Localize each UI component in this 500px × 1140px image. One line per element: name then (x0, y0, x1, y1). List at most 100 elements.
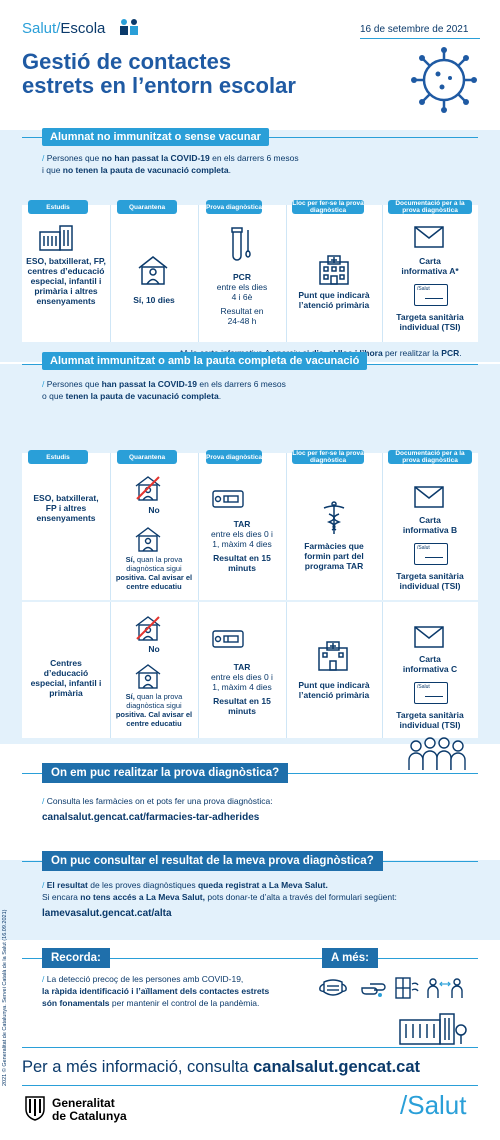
house-person-icon (135, 527, 161, 552)
gov-line-1: Generalitat (52, 1096, 115, 1110)
lamevasalut-link[interactable]: lamevasalut.gencat.cat/alta (42, 908, 172, 919)
generalitat-logo-icon (25, 1096, 45, 1121)
more-info: Per a més informació, consulta canalsalu… (22, 1058, 421, 1076)
section2-intro-2: o que tenen la pauta de vacunació comple… (42, 391, 222, 401)
s2-r2-q-yes: Sí, quan la prova diagnòstica sigui posi… (115, 692, 193, 728)
section1-intro-2: i que no tenen la pauta de vacunació com… (42, 165, 231, 175)
s2-r1-q-no: No (148, 505, 160, 515)
pharmacy-caduceus-icon (323, 501, 345, 534)
s1-tab-quarantine: Quarantena (117, 200, 177, 214)
s2-r2-q-no: No (148, 644, 160, 654)
s2-row2-studies (22, 602, 110, 738)
s2-r1-doc1-text: Carta informativa B (402, 515, 458, 535)
house-person-icon (138, 256, 168, 285)
house-person-icon (135, 664, 161, 689)
hand-washing-icon (361, 983, 386, 997)
s1-card-docs (382, 205, 478, 342)
generalitat-name: Generalitat de Catalunya (52, 1097, 127, 1123)
s2-tab-docs: Documentació per a la prova diagnòstica (388, 450, 472, 464)
students-icon (120, 19, 138, 35)
s1-quarantine-text: Sí, 10 dies (133, 295, 175, 305)
s2-tab-place: Lloc per fer-se la prova diagnòstica (292, 450, 364, 464)
s1-place-text: Punt que indicarà l’atenció primària (298, 290, 370, 310)
s1-doc2-text: Targeta sanitària individual (TSI) (396, 312, 464, 332)
s1-test-result: Resultat en 24-48 h (220, 306, 264, 326)
section2-heading: Alumnat immunitzat o amb la pauta comple… (42, 352, 368, 370)
salut-logo: /Salut (400, 1090, 467, 1120)
section4-line-2: Si encara no tens accés a La Meva Salut,… (42, 892, 397, 902)
footer-rule-bottom (22, 1085, 478, 1086)
s2-row1-studies (22, 453, 110, 600)
s2-r2-place-text: Punt que indicarà l’atenció primària (298, 680, 370, 700)
antigen-test-icon (212, 490, 244, 508)
section5-rule (22, 958, 478, 959)
brand-logo: Salut/Escola (22, 20, 105, 37)
gov-line-2: de Catalunya (52, 1109, 127, 1123)
health-center-icon (319, 255, 349, 285)
credit-vertical: 2021 © Generalitat de Catalunya. Servei … (2, 909, 8, 1087)
letter-icon (414, 486, 444, 508)
page-title: Gestió de contactes estrets en l’entorn … (22, 50, 296, 98)
s2-r1-tsi-card: /Salut (414, 543, 448, 565)
section2-intro-1: / Persones que han passat la COVID-19 en… (42, 379, 286, 389)
s1-tsi-label: /Salut (417, 286, 430, 292)
distance-icon (427, 978, 463, 998)
s1-tab-test: Prova diagnòstica (206, 200, 262, 214)
s2-tab-quarantine: Quarantena (117, 450, 177, 464)
s1-card-place (286, 205, 382, 342)
s1-tab-docs: Documentació per a la prova diagnòstica (388, 200, 472, 214)
section4-line-1: / El resultat de les proves diagnòstique… (42, 880, 328, 890)
header-rule (360, 38, 480, 39)
s1-studies-text: ESO, batxillerat, FP, centres d’educació… (26, 256, 106, 306)
s1-card-quarantine (110, 205, 198, 342)
section5-line-1: / La detecció precoç de les persones amb… (42, 974, 244, 984)
s2-r2-tsi-line (425, 696, 443, 697)
health-center-icon (318, 641, 348, 671)
antigen-test-icon (212, 630, 244, 648)
s2-r2-test-name: TAR (233, 662, 251, 672)
section5-more-heading: A més: (322, 948, 378, 968)
s2-row2-docs (382, 602, 478, 738)
s2-row1-quarantine (110, 453, 198, 600)
more-info-link[interactable]: canalsalut.gencat.cat (253, 1058, 421, 1076)
s1-tab-place: Lloc per fer-se la prova diagnòstica (292, 200, 364, 214)
pharmacies-link[interactable]: canalsalut.gencat.cat/farmacies-tar-adhe… (42, 812, 260, 823)
s2-r1-test-name: TAR (233, 519, 251, 529)
s2-row1-docs (382, 453, 478, 600)
section1-intro-1: / Persones que no han passat la COVID-19… (42, 153, 299, 163)
s2-r1-test-days: entre els dies 0 i 1, màxim 4 dies (211, 529, 273, 549)
section4-band (0, 860, 500, 940)
s1-test-days: entre els dies 4 i 6è (216, 282, 268, 302)
letter-icon (414, 626, 444, 648)
s1-doc1-text: Carta informativa A* (401, 256, 459, 276)
s2-r2-doc2-text: Targeta sanitària individual (TSI) (396, 710, 464, 730)
virus-icon (411, 47, 477, 113)
s2-r2-studies-text: Centres d’educació especial, infantil i … (30, 658, 102, 698)
s2-r1-place-text: Farmàcies que formin part del programa T… (304, 541, 364, 571)
header-date: 16 de setembre de 2021 (360, 24, 469, 35)
brand-escola: Escola (60, 20, 106, 37)
school-building-icon (39, 225, 73, 251)
section5-line-3: són fonamentals per mantenir el control … (42, 998, 260, 1008)
s2-r2-test-days: entre els dies 0 i 1, màxim 4 dies (211, 672, 273, 692)
s2-r1-tsi-label: /Salut (417, 545, 430, 551)
s1-tsi-card: /Salut (414, 284, 448, 306)
letter-icon (414, 226, 444, 248)
s1-tsi-line (425, 298, 443, 299)
s2-r2-doc1-text: Carta informativa C (402, 654, 458, 674)
s2-row1-test (198, 453, 286, 600)
no-house-icon (135, 476, 161, 501)
section5-line-2: la ràpida identificació i l’aïllament de… (42, 986, 270, 996)
s2-tab-studies: Estudis (28, 450, 88, 464)
s2-r2-tsi-card: /Salut (414, 682, 448, 704)
ventilation-icon (395, 977, 419, 999)
test-tube-icon (231, 227, 251, 261)
footer-rule-top (22, 1047, 478, 1048)
s1-tab-studies: Estudis (28, 200, 88, 214)
s2-tab-test: Prova diagnòstica (206, 450, 262, 464)
section3-heading: On em puc realitzar la prova diagnòstica… (42, 763, 289, 783)
s1-card-studies (22, 205, 110, 342)
s1-test-name: PCR (233, 272, 251, 282)
s2-r1-tsi-line (425, 557, 443, 558)
s2-r2-test-result: Resultat en 15 minuts (213, 696, 271, 716)
